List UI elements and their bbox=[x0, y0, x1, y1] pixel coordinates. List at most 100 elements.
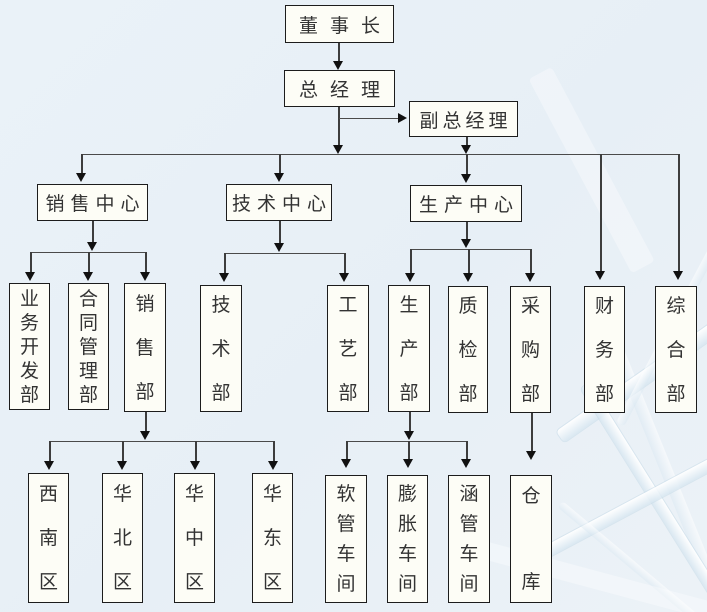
edge-drop-southwest bbox=[49, 441, 51, 462]
arrow-into-contract bbox=[83, 272, 93, 281]
edge-bus-tech-center bbox=[279, 154, 281, 174]
node-production-center-label: 生产中心 bbox=[418, 194, 519, 216]
node-business-development-dept: 业务开发部 bbox=[9, 283, 50, 410]
arrow-into-finance bbox=[595, 271, 605, 280]
node-production-dept-label: 生产部 bbox=[399, 293, 419, 404]
edge-drop-purchasing bbox=[530, 249, 532, 274]
edge-sales-sub-bus bbox=[30, 252, 145, 253]
edge-drop-north-china bbox=[122, 441, 124, 462]
edge-prod-dept-stem bbox=[409, 412, 411, 432]
node-east-china-region-label: 华东区 bbox=[262, 483, 282, 593]
arrow-into-central-china bbox=[190, 461, 200, 470]
arrow-into-southwest bbox=[44, 461, 54, 470]
node-contract-management-dept: 合同管理部 bbox=[68, 283, 109, 410]
node-hose-workshop: 软管车间 bbox=[325, 475, 367, 603]
edge-drop-hose bbox=[346, 441, 348, 460]
arrow-into-prod-center bbox=[461, 174, 471, 183]
node-production-dept: 生产部 bbox=[388, 285, 430, 412]
node-business-development-dept-label: 业务开发部 bbox=[19, 287, 39, 406]
arrow-into-warehouse bbox=[526, 451, 536, 460]
node-technology-dept-label: 技术部 bbox=[211, 293, 231, 404]
edge-region-bus bbox=[49, 441, 273, 442]
edge-prod-center-stem bbox=[466, 222, 468, 240]
node-quality-inspection-dept-label: 质检部 bbox=[458, 294, 478, 405]
node-culvert-pipe-workshop: 涵管车间 bbox=[448, 475, 490, 603]
arrow-into-culvert bbox=[461, 459, 471, 468]
arrow-into-dgm bbox=[398, 113, 407, 123]
edge-drop-process bbox=[344, 253, 346, 274]
edge-main-bus bbox=[81, 154, 678, 155]
node-hose-workshop-label: 软管车间 bbox=[336, 483, 356, 595]
edge-drop-culvert bbox=[466, 441, 468, 460]
edge-drop-east-china bbox=[273, 441, 275, 462]
arrow-into-expansion bbox=[403, 459, 413, 468]
edge-gm-dgm bbox=[339, 118, 399, 119]
node-deputy-general-manager-label: 副总经理 bbox=[419, 109, 512, 132]
node-technology-dept: 技术部 bbox=[200, 285, 242, 412]
arrow-gm-bus bbox=[333, 145, 343, 154]
node-technology-center-label: 技术中心 bbox=[232, 193, 332, 215]
edge-drop-quality bbox=[468, 249, 470, 274]
node-sales-center: 销售中心 bbox=[37, 184, 148, 221]
edge-bus-general-affairs bbox=[678, 154, 680, 272]
arrow-into-biz-dev bbox=[25, 272, 35, 281]
node-process-dept: 工艺部 bbox=[327, 285, 369, 412]
node-north-china-region-label: 华北区 bbox=[112, 483, 132, 593]
node-sales-dept-label: 销售部 bbox=[135, 292, 155, 403]
edge-drop-biz-dev bbox=[30, 252, 32, 273]
node-warehouse: 仓库 bbox=[510, 475, 552, 603]
edge-drop-sales-dept bbox=[145, 252, 147, 273]
node-technology-center: 技术中心 bbox=[226, 184, 332, 221]
node-purchasing-dept-label: 采购部 bbox=[520, 294, 540, 405]
node-process-dept-label: 工艺部 bbox=[338, 293, 358, 404]
edge-gm-bus bbox=[338, 107, 340, 146]
node-central-china-region: 华中区 bbox=[174, 473, 215, 603]
edge-drop-contract bbox=[88, 252, 90, 273]
node-southwest-region-label: 西南区 bbox=[38, 483, 58, 593]
edge-sales-dept-stem bbox=[145, 412, 147, 432]
arrow-prod-dept-stem bbox=[404, 431, 414, 440]
edge-bus-sales-center bbox=[81, 154, 83, 174]
arrow-tech-center-stem bbox=[274, 243, 284, 252]
edge-dgm-bus bbox=[466, 137, 468, 146]
edge-drop-central-china bbox=[195, 441, 197, 462]
node-east-china-region: 华东区 bbox=[252, 473, 293, 603]
arrow-into-process bbox=[339, 273, 349, 282]
arrow-into-purchasing bbox=[525, 273, 535, 282]
arrow-into-quality bbox=[463, 273, 473, 282]
node-chairman-label: 董事长 bbox=[298, 14, 392, 37]
node-chairman: 董事长 bbox=[285, 5, 394, 43]
node-quality-inspection-dept: 质检部 bbox=[448, 286, 488, 413]
arrow-into-gm bbox=[333, 61, 343, 70]
edge-tech-sub-bus bbox=[224, 253, 344, 254]
arrow-into-north-china bbox=[117, 461, 127, 470]
node-production-center: 生产中心 bbox=[410, 185, 522, 222]
edge-drop-tech-dept bbox=[224, 253, 226, 274]
arrow-sales-dept-stem bbox=[140, 431, 150, 440]
node-expansion-workshop-label: 膨胀车间 bbox=[397, 483, 417, 595]
edge-prod-sub-bus bbox=[410, 249, 530, 250]
edge-tech-center-stem bbox=[279, 221, 281, 244]
arrow-prod-center-stem bbox=[461, 239, 471, 248]
node-north-china-region: 华北区 bbox=[102, 473, 143, 603]
arrow-into-hose bbox=[341, 459, 351, 468]
edge-bus-finance bbox=[600, 154, 602, 272]
node-general-manager: 总经理 bbox=[284, 70, 395, 107]
edge-bus-prod-center bbox=[466, 154, 468, 175]
node-general-affairs-dept: 综合部 bbox=[655, 286, 697, 413]
arrow-into-east-china bbox=[268, 461, 278, 470]
edge-sales-center-stem bbox=[92, 221, 94, 243]
arrow-into-sales-center bbox=[76, 173, 86, 182]
edge-purchasing-warehouse bbox=[531, 413, 533, 452]
arrow-into-tech-center bbox=[274, 173, 284, 182]
arrow-into-prod-dept bbox=[405, 273, 415, 282]
edge-workshop-bus bbox=[346, 441, 466, 442]
node-general-affairs-dept-label: 综合部 bbox=[666, 294, 686, 405]
edge-drop-prod-dept bbox=[410, 249, 412, 274]
node-general-manager-label: 总经理 bbox=[298, 79, 392, 101]
node-sales-dept: 销售部 bbox=[124, 283, 166, 412]
node-finance-dept-label: 财务部 bbox=[594, 294, 614, 405]
node-culvert-pipe-workshop-label: 涵管车间 bbox=[459, 483, 479, 595]
node-expansion-workshop: 膨胀车间 bbox=[387, 475, 428, 603]
